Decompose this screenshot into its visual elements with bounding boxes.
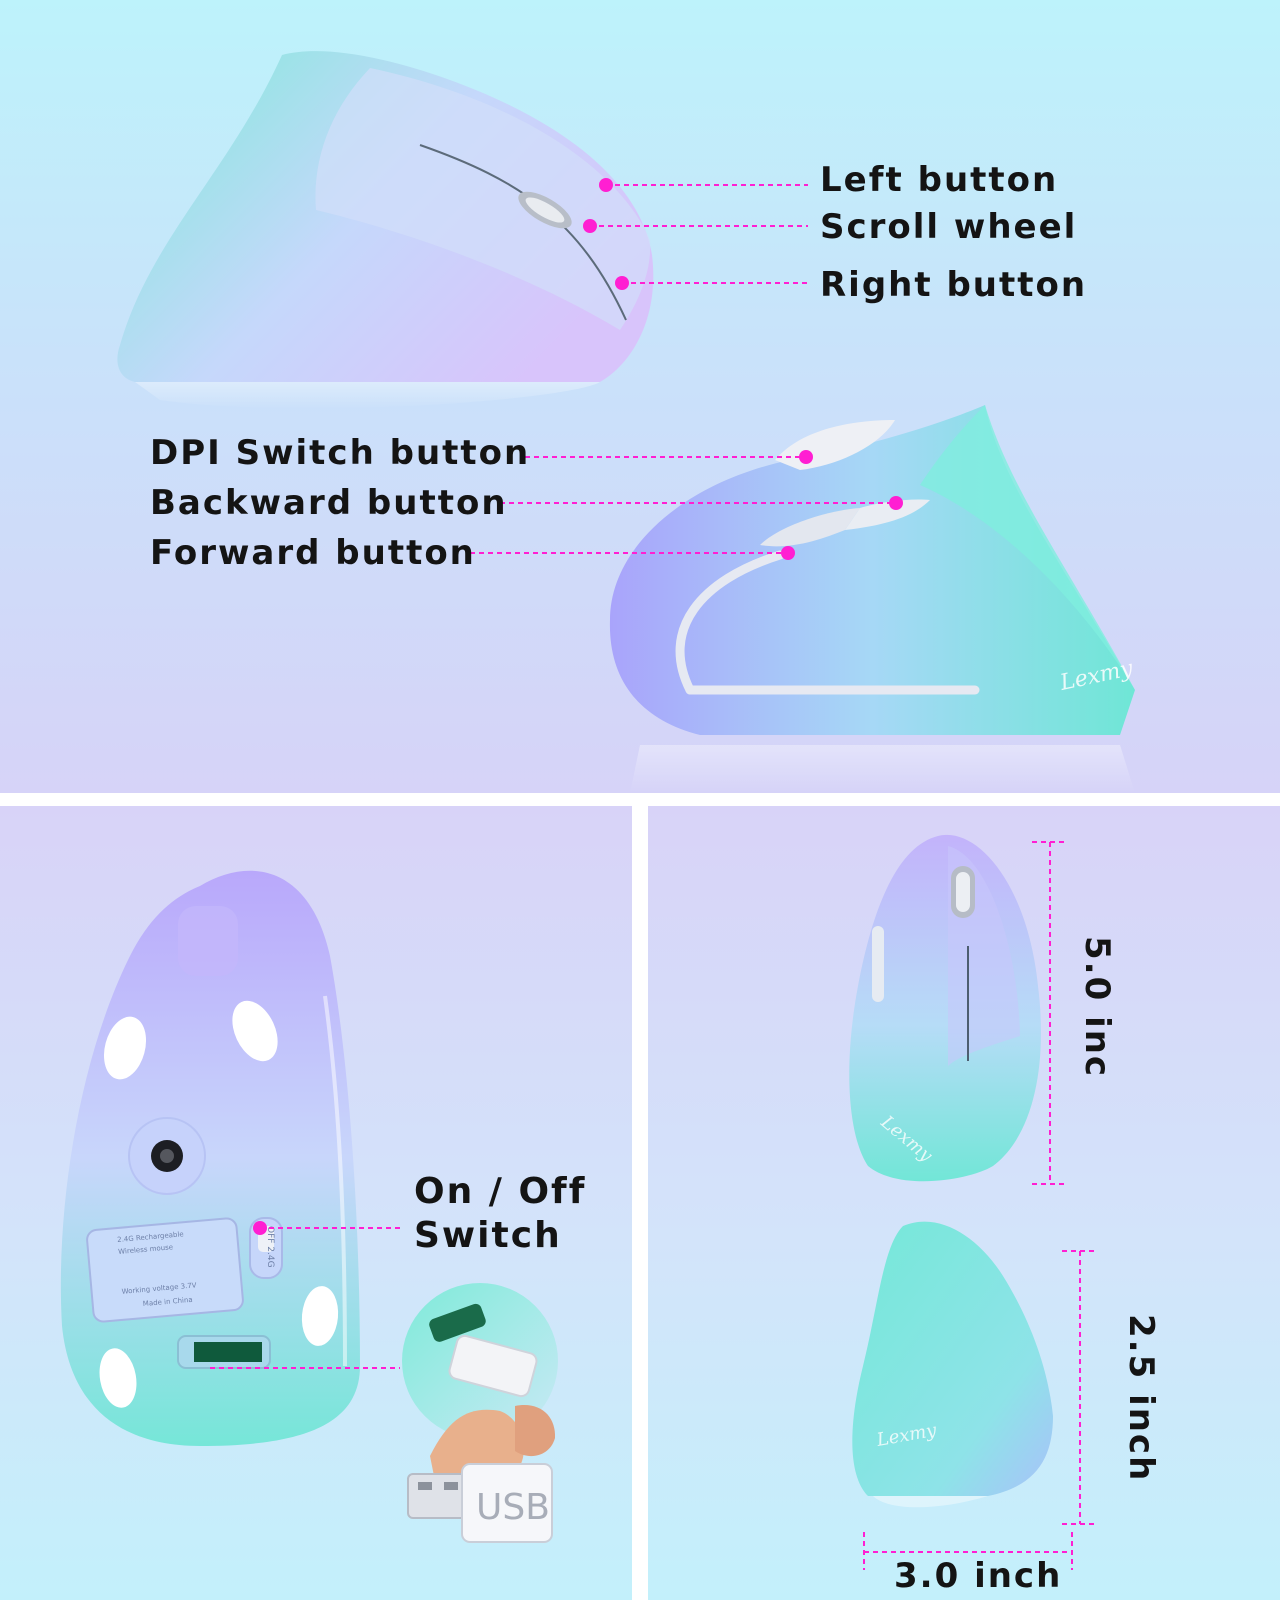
underside-callout-lines xyxy=(210,1227,404,1369)
mouse-underside-illustration: 2.4G Rechargeable Wireless mouse Working… xyxy=(60,870,558,1543)
dimension-lines xyxy=(863,841,1098,1570)
mouse-top-view: Lexmy xyxy=(849,834,1041,1182)
dimensions-panel: Lexmy Lexmy 5.0 inc 2.5 inch 3.0 inch xyxy=(648,806,1280,1600)
callout-lines xyxy=(470,184,896,554)
mouse-bottom: 2.4G Rechargeable Wireless mouse Working… xyxy=(60,870,361,1446)
usb-receiver: USB xyxy=(407,1463,553,1543)
label-backward-button: Backward button xyxy=(150,483,508,523)
mouse-front-view: Lexmy xyxy=(852,1221,1053,1508)
label-right-button: Right button xyxy=(820,265,1088,305)
receiver-in-hand xyxy=(402,1283,558,1489)
side-height-dimension: 2.5 inch xyxy=(1121,1314,1161,1483)
mouse-side-illustrations: Lexmy xyxy=(117,51,1136,793)
button-layout-panel: Lexmy Left button Scroll wheel Right but… xyxy=(0,0,1280,793)
width-dimension: 3.0 inch xyxy=(894,1556,1063,1596)
label-forward-button: Forward button xyxy=(150,533,476,573)
label-on-off-switch: On / Off Switch xyxy=(414,1171,587,1256)
label-scroll-wheel: Scroll wheel xyxy=(820,207,1078,247)
switch-callout-dot xyxy=(253,1221,267,1235)
label-dpi-switch: DPI Switch button xyxy=(150,433,531,473)
label-left-button: Left button xyxy=(820,160,1059,200)
height-dimension: 5.0 inc xyxy=(1077,936,1117,1079)
underside-panel: 2.4G Rechargeable Wireless mouse Working… xyxy=(0,806,632,1600)
mouse-dimension-illustrations: Lexmy Lexmy xyxy=(849,834,1098,1570)
mouse-left-view: Lexmy xyxy=(609,405,1136,793)
mouse-right-view xyxy=(117,51,654,409)
callout-dots xyxy=(583,178,903,560)
usb-receiver-label: USB xyxy=(476,1487,550,1528)
switch-marks: OFF 2.4G xyxy=(265,1226,275,1268)
